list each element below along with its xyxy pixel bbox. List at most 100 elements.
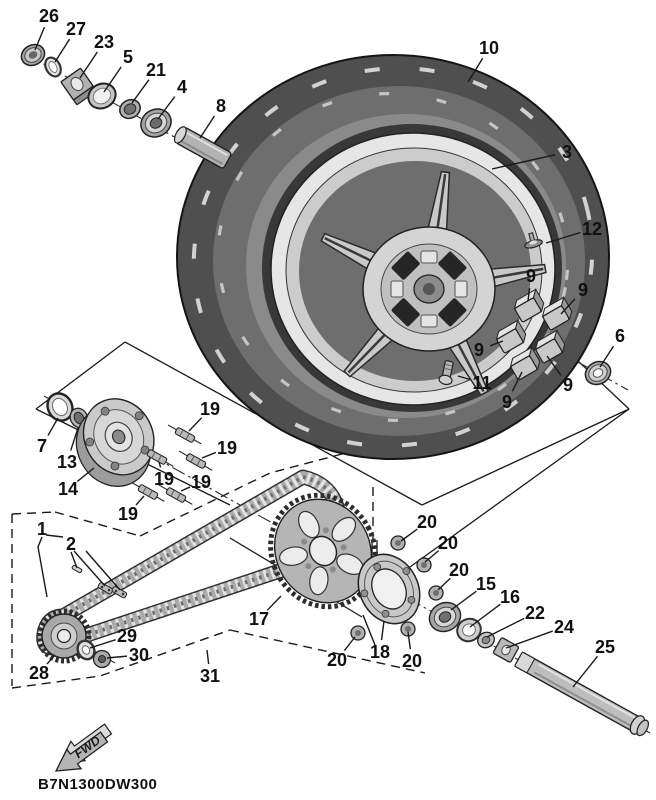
callout-31[interactable]: 31 [200,666,220,686]
dashdot-construction-line [167,424,206,447]
callout-30[interactable]: 30 [129,645,149,665]
callout-18[interactable]: 18 [370,642,390,662]
leader-line [545,231,581,244]
callout-20[interactable]: 20 [438,533,458,553]
oil-seal-hub [46,392,74,422]
callout-11[interactable]: 11 [472,373,491,393]
callout-20[interactable]: 20 [327,650,347,670]
leader-line [131,79,150,104]
dashed-construction-line [11,629,231,689]
callout-9[interactable]: 9 [502,392,512,412]
callout-5[interactable]: 5 [123,47,133,67]
callout-19[interactable]: 19 [154,469,174,489]
callout-16[interactable]: 16 [500,587,520,607]
leader-line [599,345,615,368]
clutch-hub [75,398,155,487]
leader-line [103,66,122,93]
leader-line [47,417,59,436]
leader-line [505,630,553,649]
callout-28[interactable]: 28 [29,663,49,683]
callout-10[interactable]: 10 [479,38,499,58]
dashed-construction-line [229,629,426,674]
callout-19[interactable]: 19 [200,399,220,419]
leader-line [467,57,484,83]
rim-bolt [438,360,454,386]
callout-21[interactable]: 21 [146,60,166,80]
leader-line [46,654,56,665]
callout-4[interactable]: 4 [177,77,187,97]
callout-7[interactable]: 7 [37,436,47,456]
bracket-line [45,534,64,538]
diagram-code: B7N1300DW300 [38,776,157,793]
leader-line [188,417,203,432]
leader-line [546,355,562,376]
leader-line [158,461,162,468]
callout-14[interactable]: 14 [58,479,78,499]
callout-9[interactable]: 9 [474,340,484,360]
callout-20[interactable]: 20 [449,560,469,580]
leader-line [486,617,525,638]
sprocket-washer [76,639,96,661]
bracket-line [37,536,48,598]
callout-15[interactable]: 15 [476,574,496,594]
leader-line [106,655,128,659]
leader-line [457,375,471,381]
leader-line [201,451,217,459]
axle-nut [20,43,46,67]
callout-26[interactable]: 26 [39,6,59,26]
leader-line [527,287,531,302]
callout-20[interactable]: 20 [417,512,437,532]
callout-3[interactable]: 3 [562,142,572,162]
sprocket-nut [92,649,112,669]
axle-washer-left [44,56,62,78]
leader-line [34,26,46,51]
solid-construction-line [384,408,630,586]
callout-2[interactable]: 2 [66,534,76,554]
callout-23[interactable]: 23 [94,32,114,52]
leader-line [89,639,116,649]
callout-20[interactable]: 20 [402,651,422,671]
callout-12[interactable]: 12 [582,219,602,239]
callout-25[interactable]: 25 [595,637,615,657]
callout-24[interactable]: 24 [554,617,574,637]
leader-line [450,590,477,611]
callout-19[interactable]: 19 [191,472,211,492]
leader-line [70,427,79,451]
callout-29[interactable]: 29 [117,626,137,646]
master-link [71,564,128,599]
callout-27[interactable]: 27 [66,19,86,39]
callout-9[interactable]: 9 [563,375,573,395]
callout-19[interactable]: 19 [217,438,237,458]
fwd-arrow-icon: FWD [54,723,113,772]
leader-line [572,655,599,688]
stud-pins [137,427,207,503]
callout-9[interactable]: 9 [578,280,588,300]
bracket-lines [37,534,376,646]
callout-17[interactable]: 17 [249,609,269,629]
wheel-hub [362,226,496,352]
carrier-plate [357,553,421,625]
leader-line [424,550,440,563]
damper-blocks [495,288,573,381]
leader-line [407,631,412,650]
rear-sprocket [268,492,378,610]
leader-line [491,153,556,170]
callout-19[interactable]: 19 [118,504,138,524]
callout-8[interactable]: 8 [216,96,226,116]
callout-13[interactable]: 13 [57,452,77,472]
spacer-collar [119,98,141,120]
callout-22[interactable]: 22 [525,603,545,623]
callout-1[interactable]: 1 [37,519,47,539]
leader-line [79,51,98,79]
callout-6[interactable]: 6 [615,326,625,346]
callout-9[interactable]: 9 [526,266,536,286]
bracket-line [70,551,78,569]
leader-line [157,96,176,120]
oil-seal-left [87,82,117,110]
wheel-bearing-left [140,108,172,138]
leader-line [437,577,451,591]
dashdot-construction-line [158,484,196,507]
hub-nut [584,360,612,386]
